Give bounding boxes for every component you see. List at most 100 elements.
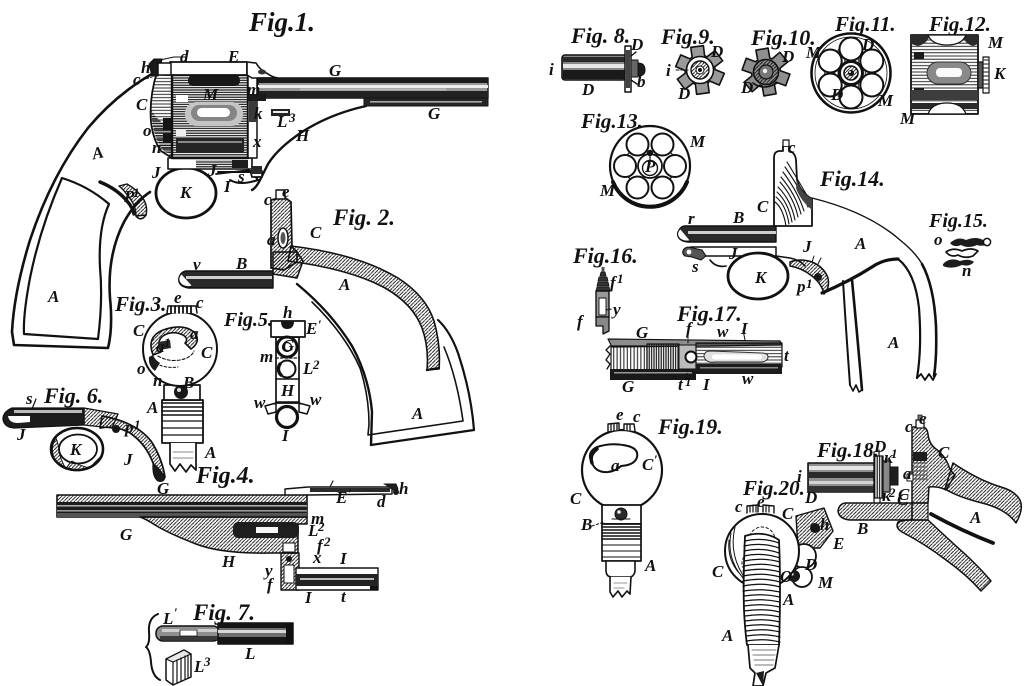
svg-text:J: J	[123, 450, 133, 469]
svg-text:m: m	[247, 80, 260, 99]
svg-text:1: 1	[617, 271, 624, 286]
svg-text:M: M	[817, 573, 834, 592]
svg-text:f: f	[577, 312, 585, 331]
svg-text:E: E	[227, 47, 239, 66]
svg-text:f: f	[610, 273, 618, 292]
svg-text:n: n	[962, 261, 971, 280]
svg-text:Fig.3.: Fig.3.	[114, 292, 166, 316]
svg-text:h: h	[283, 303, 292, 322]
svg-text:J: J	[151, 163, 161, 182]
svg-text:D: D	[861, 35, 874, 54]
svg-text:o: o	[137, 359, 146, 378]
svg-text:D: D	[630, 35, 643, 54]
svg-text:o: o	[934, 230, 943, 249]
svg-text:C: C	[782, 504, 794, 523]
svg-text:M: M	[877, 91, 894, 110]
svg-text:w: w	[717, 322, 729, 341]
svg-text:G: G	[282, 336, 295, 355]
svg-text:L: L	[244, 644, 255, 663]
svg-text:r: r	[688, 209, 695, 228]
svg-text:f: f	[317, 536, 325, 555]
svg-text:C: C	[310, 223, 322, 242]
svg-text:m: m	[260, 347, 273, 366]
svg-text:w: w	[254, 393, 266, 412]
svg-text:Fig.12.: Fig.12.	[928, 12, 991, 36]
svg-text:1: 1	[806, 276, 813, 291]
svg-text:f: f	[686, 319, 694, 338]
svg-text:e: e	[919, 409, 927, 428]
svg-text:Fig. 8.: Fig. 8.	[570, 23, 630, 48]
svg-text:M: M	[805, 43, 822, 62]
svg-text:x: x	[252, 132, 262, 151]
svg-text:C: C	[642, 455, 654, 474]
svg-text:L: L	[162, 609, 173, 628]
svg-text:k: k	[254, 104, 263, 123]
svg-text:a: a	[190, 324, 199, 343]
svg-text:Fig.18.: Fig.18.	[816, 438, 879, 462]
svg-text:E: E	[832, 534, 844, 553]
svg-text:f: f	[267, 575, 275, 594]
svg-text:Fig.9.: Fig.9.	[660, 24, 715, 49]
svg-text:H: H	[221, 552, 236, 571]
svg-text:1: 1	[891, 446, 898, 461]
svg-text:Fig.4.: Fig.4.	[195, 463, 255, 489]
svg-text:m: m	[311, 509, 324, 528]
svg-text:h: h	[399, 479, 408, 498]
svg-text:M: M	[202, 85, 219, 104]
svg-text:B: B	[580, 515, 592, 534]
svg-text:E: E	[305, 319, 317, 338]
svg-text:w: w	[310, 390, 322, 409]
svg-text:L: L	[307, 521, 318, 540]
svg-text:s: s	[25, 389, 33, 408]
svg-text:M: M	[689, 132, 706, 151]
svg-text:Fig. 6.: Fig. 6.	[43, 383, 103, 408]
svg-text:Fig. 7.: Fig. 7.	[192, 600, 255, 625]
svg-text:G: G	[622, 377, 635, 396]
svg-text:D: D	[710, 42, 723, 61]
svg-text:H: H	[295, 126, 310, 145]
svg-text:M: M	[899, 109, 916, 128]
svg-text:c: c	[633, 407, 641, 426]
svg-text:H: H	[280, 381, 295, 400]
svg-text:C: C	[201, 343, 213, 362]
svg-text:Fig.14.: Fig.14.	[819, 166, 885, 191]
svg-text:J: J	[802, 237, 812, 256]
svg-text:x: x	[312, 548, 322, 567]
svg-text:D: D	[740, 78, 753, 97]
svg-text:c: c	[905, 417, 913, 436]
svg-text:a: a	[267, 230, 276, 249]
svg-text:A: A	[146, 398, 158, 417]
svg-text:′: ′	[318, 317, 322, 332]
svg-text:c: c	[735, 497, 743, 516]
svg-text:a: a	[903, 464, 912, 483]
svg-text:A: A	[721, 626, 733, 645]
svg-text:A: A	[47, 287, 59, 306]
svg-text:G: G	[329, 61, 342, 80]
svg-text:v: v	[193, 255, 201, 274]
svg-text:K: K	[754, 268, 768, 287]
svg-text:D: D	[781, 47, 794, 66]
svg-text:Fig. 2.: Fig. 2.	[332, 205, 395, 230]
svg-text:2: 2	[312, 357, 320, 372]
svg-text:Fig.17.: Fig.17.	[676, 301, 742, 326]
svg-text:B: B	[182, 373, 194, 392]
svg-text:D: D	[804, 555, 817, 574]
svg-text:D: D	[830, 85, 843, 104]
svg-text:t: t	[784, 346, 790, 365]
svg-text:G: G	[636, 323, 649, 342]
svg-text:J: J	[728, 244, 738, 263]
svg-text:Fig.19.: Fig.19.	[657, 414, 723, 439]
svg-text:C: C	[898, 485, 910, 504]
svg-text:A: A	[89, 143, 105, 164]
svg-text:B: B	[732, 208, 744, 227]
svg-text:h: h	[820, 515, 829, 534]
svg-text:L: L	[193, 657, 204, 676]
svg-text:p: p	[795, 277, 806, 296]
svg-text:D: D	[804, 488, 817, 507]
svg-text:e: e	[282, 182, 290, 201]
svg-text:A: A	[782, 590, 794, 609]
svg-text:2: 2	[317, 519, 325, 534]
svg-text:c: c	[133, 70, 141, 89]
svg-text:Fig.20.: Fig.20.	[742, 476, 805, 500]
svg-text:A: A	[854, 234, 866, 253]
